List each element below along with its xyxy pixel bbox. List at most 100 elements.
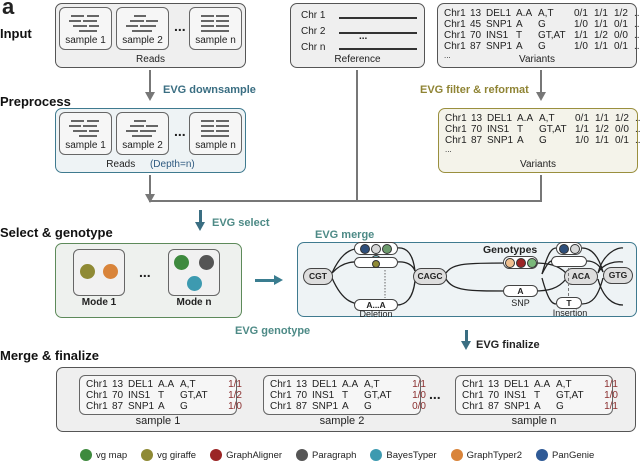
graph-node: CGT [303,268,333,285]
genotype-value: 1/1 [228,379,242,390]
variant-cell: DEL1 [128,379,154,390]
variant-cell: Chr1 [86,401,108,412]
variant-cell: 87 [471,135,483,146]
stage-input: Input [0,26,32,41]
variant-cell: A [516,19,523,30]
legend-label: Paragraph [312,449,357,461]
ellipsis: ... [429,386,441,402]
variant-cell: 70 [296,390,308,401]
variant-cell: GT,AT [539,124,567,135]
genotypes-title: Genotypes [483,244,538,256]
variant-cell: 87 [470,41,482,52]
variant-cell: Chr1 [462,401,484,412]
variant-cell: A,T [538,8,554,19]
panel-letter: a [2,0,15,19]
variant-cell: Chr1 [444,41,466,52]
sample-label: sample 2 [319,415,365,427]
legend-item: vg map [80,449,127,461]
legend-item: GraphAligner [210,449,282,461]
genotype-path [503,256,538,269]
variant-cell: 0/1 [574,8,588,19]
variant-cell: ... [635,113,640,124]
variant-cell: 0/1 [615,135,629,146]
sample-label: sample 1 [65,35,106,46]
insertion-alt-path: T [556,297,582,309]
variant-cell: G [556,401,564,412]
ellipsis: ... [444,51,451,60]
variant-cell: 13 [488,379,500,390]
legend-item: BayesTyper [370,449,437,461]
variant-cell: 13 [471,113,483,124]
sample-label: sample n [511,415,557,427]
genotype-value: 1/1 [412,379,426,390]
genotype-path [354,257,398,268]
variant-cell: Chr1 [86,390,108,401]
variant-cell: T [342,390,349,401]
variant-cell: INS1 [487,124,510,135]
variant-cell: 87 [296,401,308,412]
variant-cell: Chr1 [444,19,466,30]
genotype-value: 1/0 [228,401,242,412]
sample-label: sample 1 [65,140,106,151]
reads-icon [125,13,160,35]
stage-select-genotype: Select & genotype [0,225,113,240]
reads-caption: Reads [136,54,165,65]
variant-cell: 1/1 [594,41,608,52]
chr-label: Chr 2 [301,26,326,37]
variant-cell: 13 [470,8,482,19]
variant-cell: 45 [470,19,482,30]
variant-cell: Chr1 [270,379,292,390]
variant-cell: A [517,135,524,146]
tool-dot-bayestyper [187,276,202,291]
variant-cell: SNP1 [312,401,339,412]
variant-cell: G [538,19,546,30]
preprocess-reads-box: sample 1 sample 2 ... sample n Reads (De… [55,108,246,173]
variant-cell: SNP1 [504,401,531,412]
sample-label: sample n [195,35,236,46]
depth-label: (Depth=n) [149,159,195,170]
variant-cell: 0/0 [615,124,629,135]
variant-cell: INS1 [486,30,509,41]
sample-label: sample 1 [135,415,181,427]
variant-cell: 1/1 [595,135,609,146]
variant-cell: SNP1 [486,41,513,52]
genotype-path [556,242,582,255]
graph-node: GTG [603,267,633,284]
genotype-value: 1/2 [228,390,242,401]
variants-caption: Variants [519,54,555,65]
variant-cell: Chr1 [445,113,467,124]
variant-cell: 1/2 [614,8,628,19]
legend-swatch-icon [80,449,92,461]
variant-cell: A.A [517,113,534,124]
variant-cell: INS1 [312,390,335,401]
variant-cell: ... [635,135,640,146]
variant-cell: 1/2 [594,30,608,41]
step-select: EVG select [212,217,270,229]
variant-cell: 70 [470,30,482,41]
variant-cell: A,T [180,379,196,390]
tool-dot-vg-map [174,255,189,270]
variant-cell: Chr1 [270,390,292,401]
variant-cell: A,T [556,379,572,390]
variant-cell: 1/2 [615,113,629,124]
variant-cell: 1/0 [574,41,588,52]
legend-swatch-icon [536,449,549,461]
variant-cell: 1/1 [574,30,588,41]
variant-cell: A,T [539,113,555,124]
variant-cell: GT,AT [538,30,566,41]
legend-label: BayesTyper [386,449,437,461]
variant-cell: 1/1 [575,124,589,135]
variant-cell: SNP1 [486,19,513,30]
